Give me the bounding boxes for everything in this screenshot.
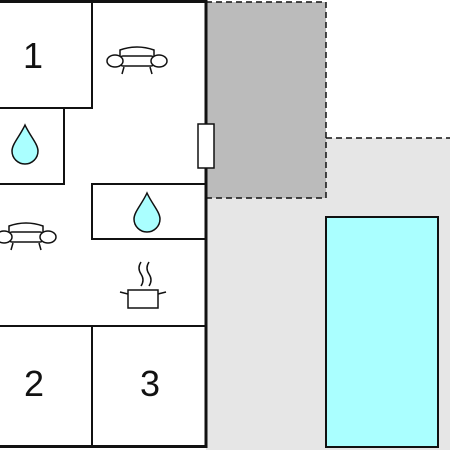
water-drop-icon (11, 123, 39, 165)
room-number-3: 3 (140, 363, 160, 404)
cooking-pot-icon (119, 261, 167, 309)
sofa-icon (106, 46, 168, 75)
water-drop-icon (133, 191, 161, 233)
room-number-1: 1 (23, 35, 43, 76)
covered-area (205, 1, 327, 199)
sofa-icon (0, 222, 57, 251)
room-number-2: 2 (24, 363, 44, 404)
swimming-pool (325, 216, 439, 448)
exterior-walls (0, 0, 208, 448)
door-icon (197, 123, 215, 169)
